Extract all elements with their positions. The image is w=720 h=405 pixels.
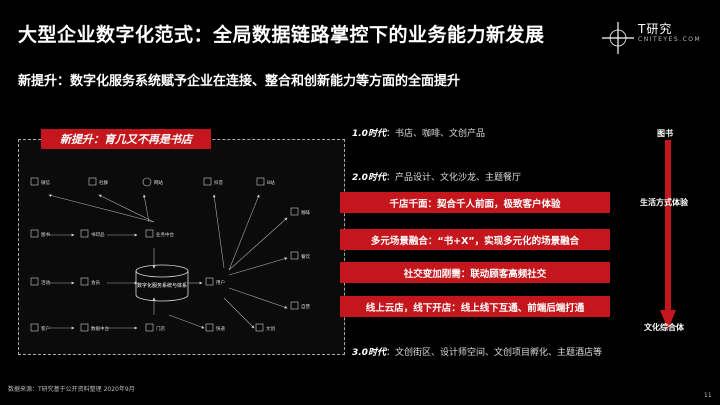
- diagram-tagline: 新提升：育几又不再是书店: [41, 129, 211, 149]
- logo-mark: [602, 22, 634, 54]
- node-7: 书印品: [91, 231, 105, 238]
- node-15: 咖啡: [301, 209, 310, 216]
- node-10: 会员: [91, 279, 100, 286]
- evolution-arrow-icon: [660, 140, 676, 330]
- node-6: 图书: [41, 231, 50, 238]
- node-3: 网站: [154, 179, 163, 186]
- node-12: 客户: [41, 325, 50, 332]
- page-subtitle: 新提升：数字化服务系统赋予企业在连接、整合和创新能力等方面的全面提升: [18, 74, 461, 89]
- ecosystem-diagram: 数字化服务系统与体系 微信 社群 网站 抖音 B站 图书 书印品 业务中台 活动…: [18, 139, 345, 355]
- node-16: 餐饮: [301, 253, 310, 260]
- feature-bar-2: 多元场景融合：“书+X”，实现多元化的场景融合: [340, 229, 610, 250]
- page-number: 11: [704, 392, 712, 399]
- node-11: 用户: [216, 279, 225, 286]
- node-9: 活动: [41, 279, 50, 286]
- era-2-text: ：产品设计、文化沙龙、主题餐厅: [385, 173, 521, 183]
- node-2: 社群: [99, 179, 108, 186]
- node-17: 自营: [301, 303, 310, 310]
- node-19: 快递: [216, 325, 225, 332]
- node-5: B站: [267, 179, 275, 186]
- node-13: 数据中台: [91, 325, 109, 332]
- node-4: 抖音: [214, 179, 223, 186]
- era-1-text: ：书店、咖啡、文创产品: [385, 129, 485, 139]
- source-note: 数据来源：T研究基于公开资料整理 2020年9月: [8, 386, 135, 393]
- node-18: 文创: [266, 325, 275, 332]
- era-1-label: 1.0时代: [352, 129, 386, 139]
- node-8: 业务中台: [156, 231, 174, 238]
- node-1: 微信: [41, 179, 50, 186]
- center-hub-label: 数字化服务系统与体系: [137, 282, 187, 289]
- feature-bar-1: 千店千面：契合千人前面，极致客户体验: [340, 192, 610, 213]
- sidebar-top-label: 图书: [657, 129, 673, 138]
- page-title: 大型企业数字化范式：全局数据链路掌控下的业务能力新发展: [18, 24, 545, 46]
- era-3-label: 3.0时代: [352, 348, 386, 358]
- logo-brand: T研究: [638, 22, 673, 36]
- sidebar-bottom-label: 文化综合体: [644, 323, 684, 332]
- feature-bar-3: 社交变加刚需：联动顾客高频社交: [340, 262, 610, 283]
- era-1-line: 1.0时代：书店、咖啡、文创产品: [352, 126, 485, 139]
- era-2-label: 2.0时代: [352, 173, 386, 183]
- era-3-text: ：文创街区、设计师空间、文创项目孵化、主题酒店等: [385, 348, 602, 358]
- era-3-line: 3.0时代：文创街区、设计师空间、文创项目孵化、主题酒店等: [352, 345, 602, 358]
- node-14: 门店: [156, 325, 165, 332]
- feature-bar-4: 线上云店，线下开店：线上线下互通、前端后端打通: [340, 296, 610, 317]
- sidebar-middle-label: 生活方式体验: [640, 198, 688, 207]
- logo-subtext: CNITEYES.COM: [638, 36, 702, 43]
- era-2-line: 2.0时代：产品设计、文化沙龙、主题餐厅: [352, 170, 521, 183]
